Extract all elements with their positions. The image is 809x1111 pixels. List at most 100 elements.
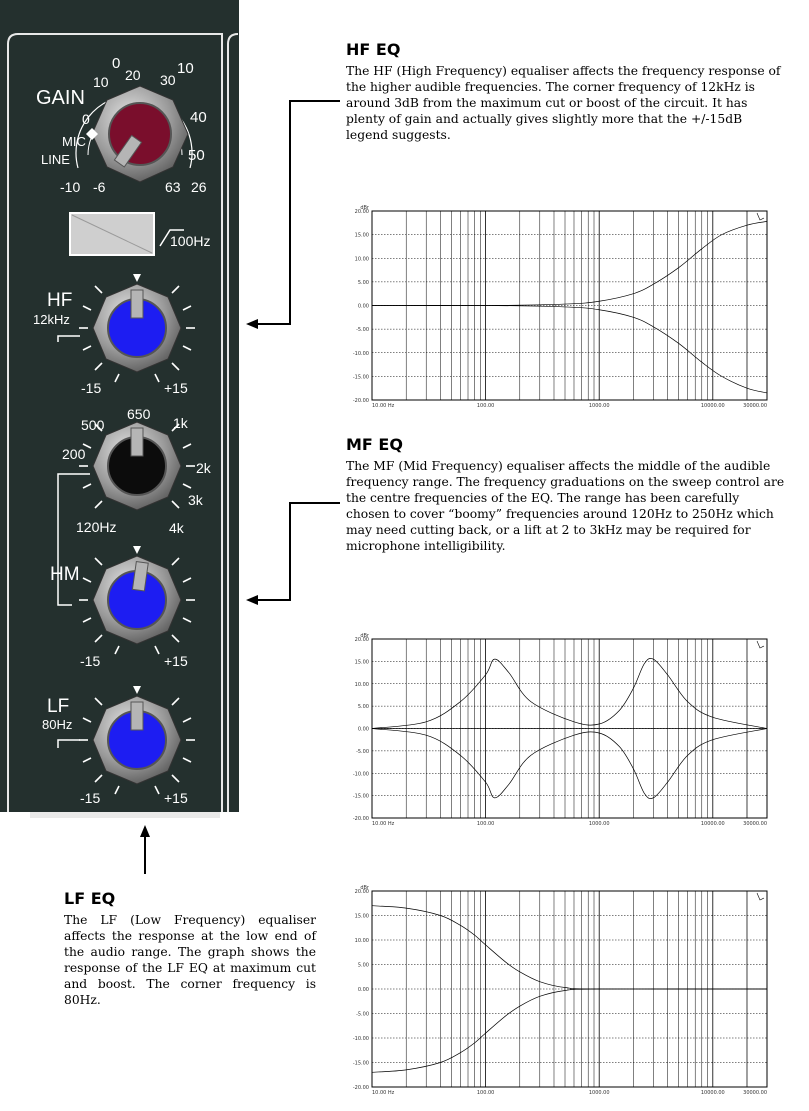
gain-scale-26: 26 xyxy=(191,179,207,195)
response-curve-1 xyxy=(371,988,768,1073)
hm-bracket xyxy=(57,473,90,606)
hpf-label: 100Hz xyxy=(170,233,210,249)
gain-pointer xyxy=(113,134,143,168)
hm-knob[interactable] xyxy=(79,546,195,655)
channel-strip-panel: GAIN 0 10 20 30 10 40 50 63 26 0 MIC LIN… xyxy=(0,0,239,812)
hm-pointer xyxy=(131,560,149,592)
x-tick-label: 10.00 Hz xyxy=(372,1090,395,1096)
hm-freq-1k: 1k xyxy=(173,415,189,431)
y-tick-label: -20.00 xyxy=(353,398,369,404)
y-tick-label: 0.00 xyxy=(358,987,369,993)
y-tick-label: 0.00 xyxy=(358,304,369,310)
cursor-icon xyxy=(756,892,765,901)
graph-1-svg: 20.0015.0010.005.000.00-5.00-10.00-15.00… xyxy=(353,633,768,827)
y-tick-label: 10.00 xyxy=(355,938,369,944)
gain-label: GAIN xyxy=(36,87,85,109)
gain-scale-50: 50 xyxy=(188,147,205,164)
hm-freq-2k: 2k xyxy=(196,460,212,476)
lf-bracket xyxy=(57,739,80,748)
lf-eq-title: LF EQ xyxy=(64,889,116,908)
y-tick-label: 20.00 xyxy=(355,637,369,643)
gain-scale-top-10: 10 xyxy=(177,60,194,77)
hf-knob[interactable] xyxy=(79,274,195,383)
x-tick-label: 10000.00 xyxy=(701,1090,725,1096)
gain-scale-minus6: -6 xyxy=(93,179,106,195)
x-tick-label: 10.00 Hz xyxy=(372,403,395,409)
x-tick-label: 30000.00 xyxy=(743,1090,767,1096)
y-tick-label: 20.00 xyxy=(355,209,369,215)
gain-mic-label: MIC xyxy=(62,134,86,149)
x-tick-label: 10000.00 xyxy=(701,821,725,827)
lf-max-label: +15 xyxy=(164,790,188,806)
hm-min-label: -15 xyxy=(80,653,100,669)
x-tick-label: 100.00 xyxy=(477,821,495,827)
lf-knob[interactable] xyxy=(79,686,195,795)
y-tick-label: -5.00 xyxy=(356,327,369,333)
x-tick-label: 10.00 Hz xyxy=(372,821,395,827)
y-tick-label: 20.00 xyxy=(355,889,369,895)
lf-eq-description: The LF (Low Frequency) equaliser affects… xyxy=(64,913,316,1007)
lf-eq-section: LF EQ The LF (Low Frequency) equaliser a… xyxy=(64,889,316,1008)
hf-min-label: -15 xyxy=(81,380,101,396)
y-tick-label: 5.00 xyxy=(358,704,369,710)
hf-label: HF xyxy=(47,290,72,311)
panel-edge xyxy=(227,33,239,812)
x-tick-label: 1000.00 xyxy=(589,821,610,827)
gain-top-zero: 0 xyxy=(112,55,120,72)
hf-eq-description: The HF (High Frequency) equaliser affect… xyxy=(346,64,781,142)
graph-0-svg: 20.0015.0010.005.000.00-5.00-10.00-15.00… xyxy=(353,205,768,409)
response-curve-0 xyxy=(371,905,768,990)
hm-max-label: +15 xyxy=(164,653,188,669)
lf-callout-arrow xyxy=(140,825,150,874)
gain-scale-minus10: -10 xyxy=(60,179,80,195)
gain-knob[interactable] xyxy=(75,85,193,183)
panel-bottom-edge xyxy=(30,812,220,818)
y-tick-label: 15.00 xyxy=(355,233,369,239)
y-tick-label: -15.00 xyxy=(353,374,369,380)
lf-pointer xyxy=(130,701,144,731)
mf-eq-title: MF EQ xyxy=(346,435,403,454)
hf-eq-section: HF EQ The HF (High Frequency) equaliser … xyxy=(346,40,786,143)
y-tick-label: 5.00 xyxy=(358,963,369,969)
gain-scale-30: 30 xyxy=(160,72,176,88)
y-tick-label: -20.00 xyxy=(353,816,369,822)
hpf-switch[interactable] xyxy=(69,212,155,256)
y-tick-label: -15.00 xyxy=(353,1061,369,1067)
y-tick-label: 0.00 xyxy=(358,727,369,733)
graph-2-svg: 20.0015.0010.005.000.00-5.00-10.00-15.00… xyxy=(353,885,768,1096)
response-curve-1 xyxy=(371,305,768,394)
gain-scale-40: 40 xyxy=(190,109,207,126)
hm-freq-3k: 3k xyxy=(188,492,204,508)
hm-frequency-knob[interactable] xyxy=(79,421,195,511)
y-tick-label: 15.00 xyxy=(355,914,369,920)
y-tick-label: -10.00 xyxy=(353,771,369,777)
y-tick-label: -5.00 xyxy=(356,1012,369,1018)
lf-frequency-label: 80Hz xyxy=(42,717,72,732)
hm-frequency-pointer xyxy=(130,427,144,457)
y-unit-label: dBr xyxy=(360,885,370,891)
mf-callout-arrow xyxy=(246,502,340,605)
response-curve-1 xyxy=(371,728,768,799)
lf-label: LF xyxy=(47,696,69,717)
hm-freq-650: 650 xyxy=(127,406,151,422)
hm-freq-200: 200 xyxy=(62,446,86,462)
hf-pointer xyxy=(130,289,144,319)
gain-scale-0: 0 xyxy=(82,111,90,127)
hf-frequency-label: 12kHz xyxy=(33,312,70,327)
mf-eq-description: The MF (Mid Frequency) equaliser affects… xyxy=(346,459,785,553)
hf-bracket xyxy=(57,335,80,342)
x-tick-label: 30000.00 xyxy=(743,821,767,827)
y-tick-label: -5.00 xyxy=(356,749,369,755)
y-unit-label: dBr xyxy=(360,633,370,639)
lf-min-label: -15 xyxy=(80,790,100,806)
y-tick-label: 15.00 xyxy=(355,659,369,665)
hm-label: HM xyxy=(50,564,80,585)
hf-callout-arrow xyxy=(246,100,340,329)
hf-eq-title: HF EQ xyxy=(346,40,401,59)
response-curve-0 xyxy=(371,658,768,729)
cursor-icon xyxy=(756,640,765,649)
y-tick-label: -20.00 xyxy=(353,1085,369,1091)
